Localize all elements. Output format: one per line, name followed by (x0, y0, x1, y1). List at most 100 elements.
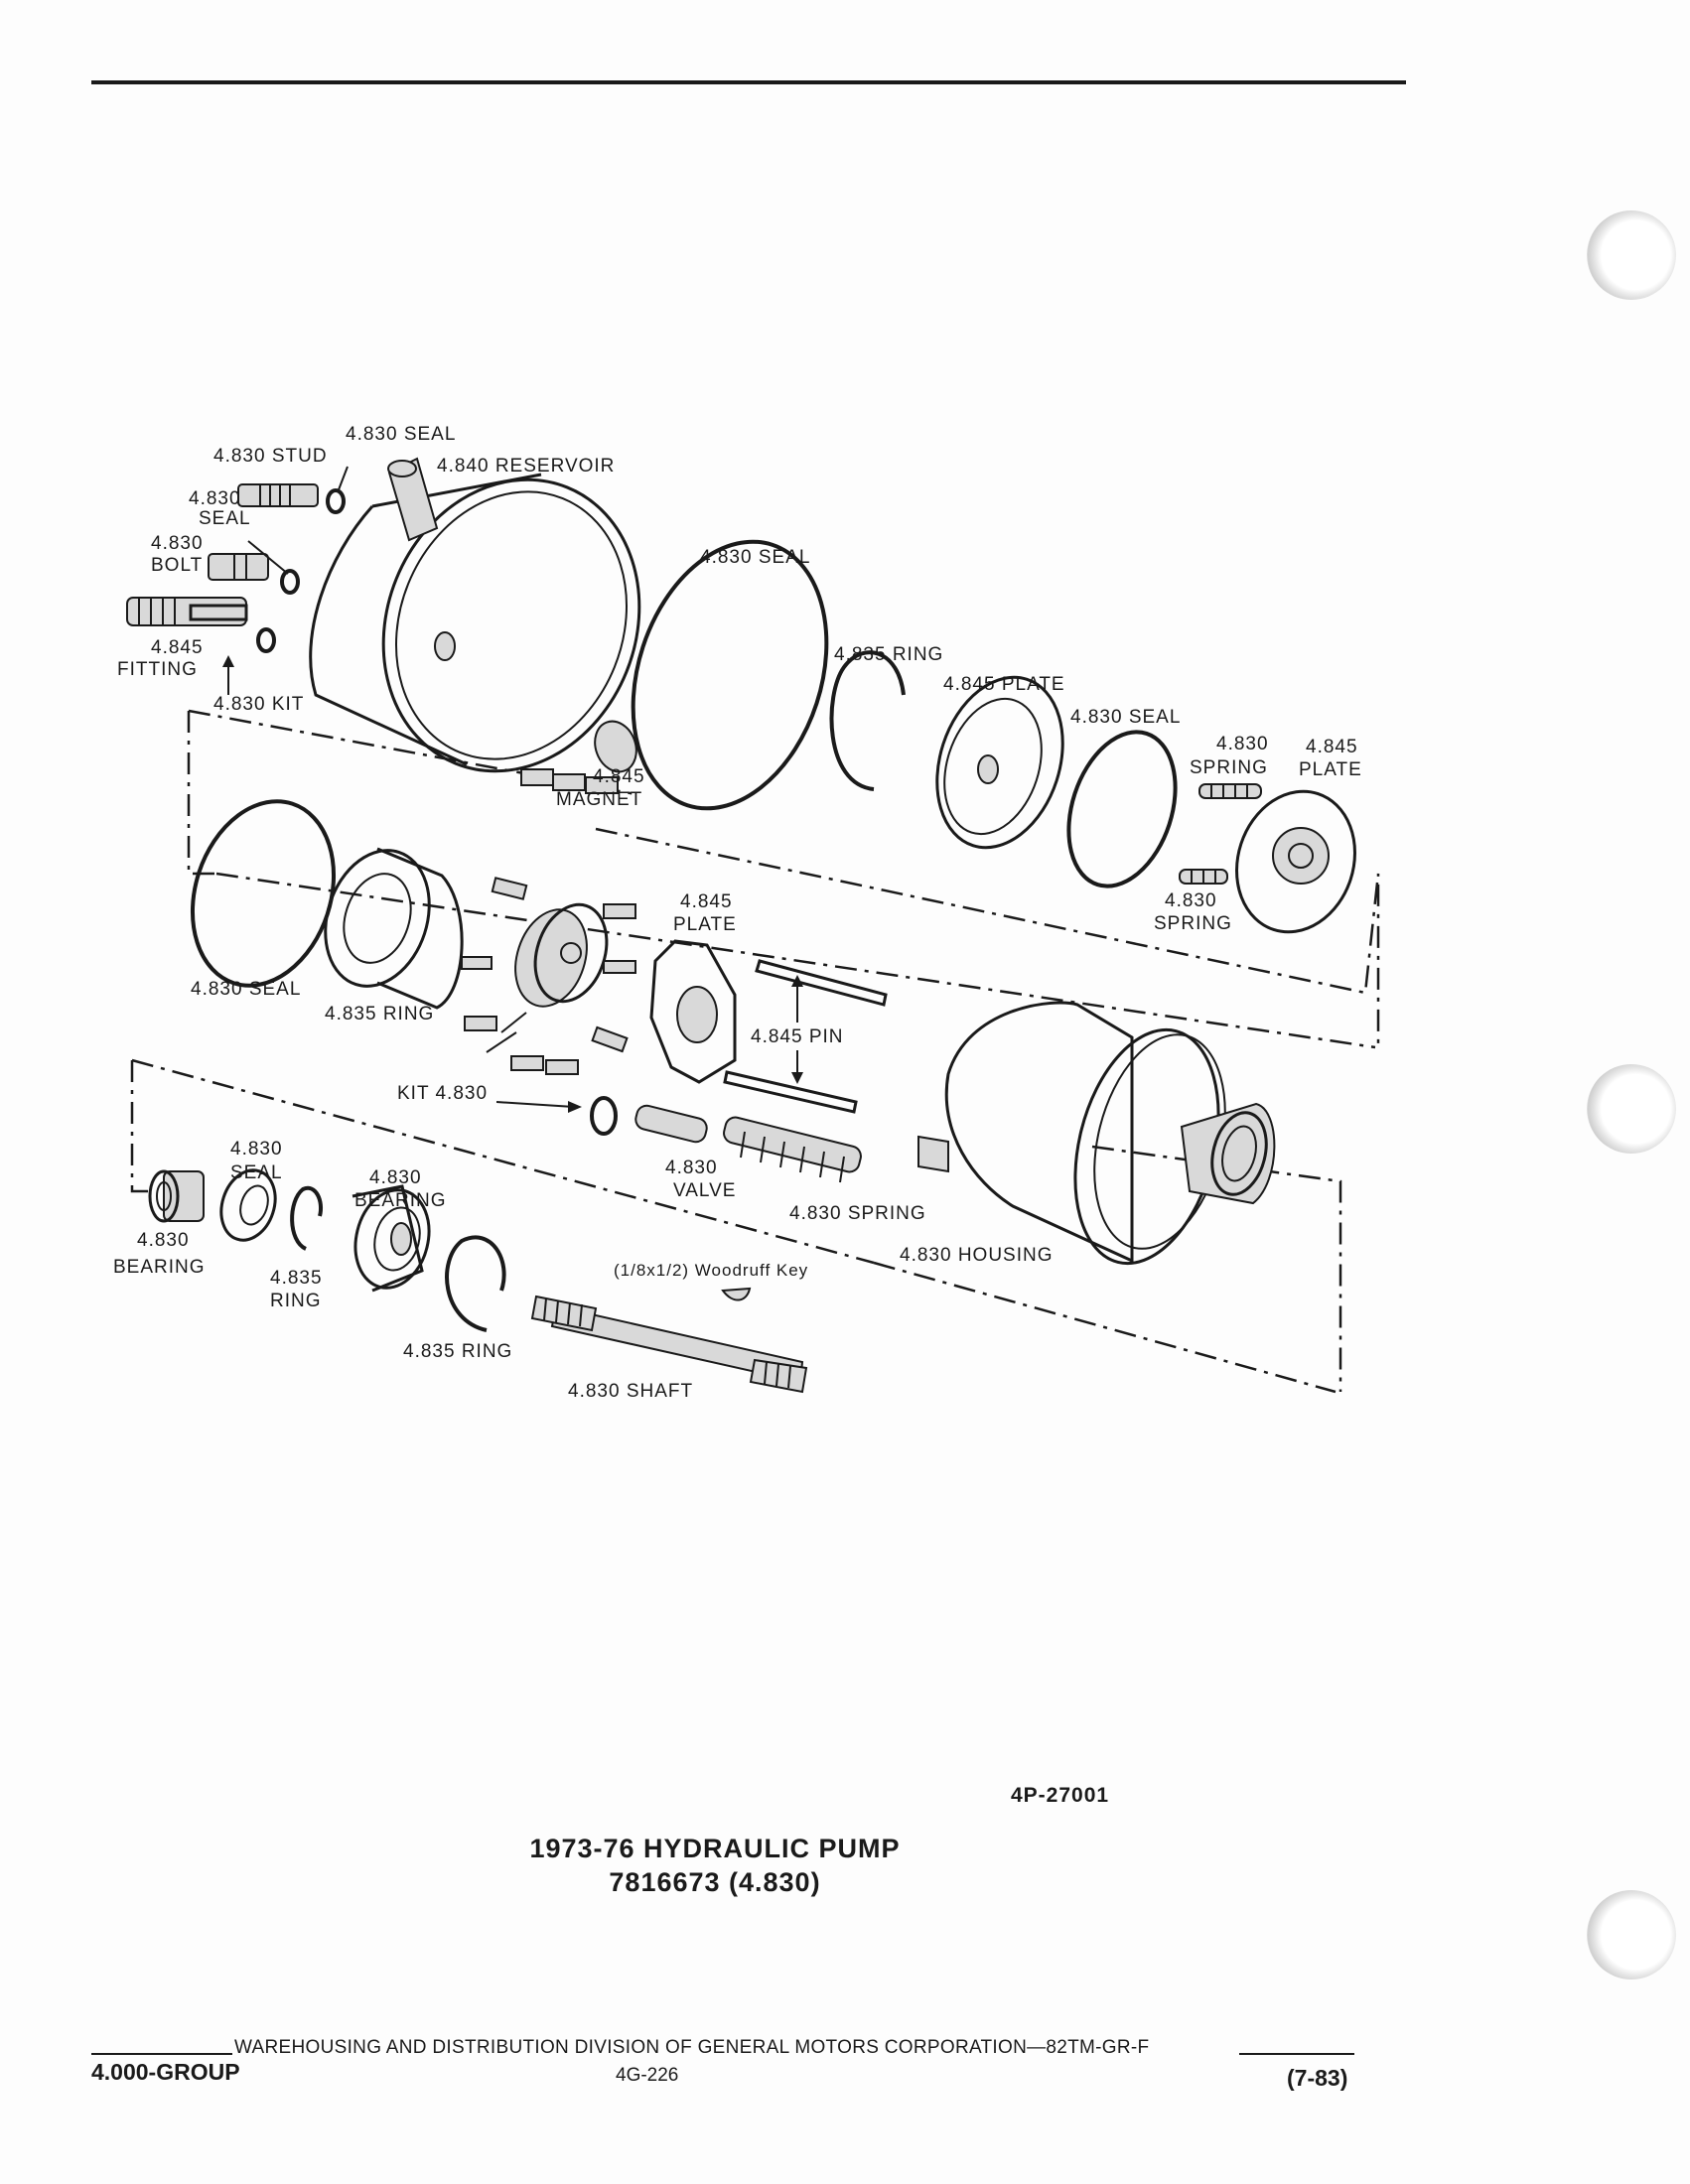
vane-part (461, 768, 636, 1075)
label-seal: 4.830 SEAL (191, 979, 301, 1000)
label-stud: 4.830 STUD (213, 446, 328, 467)
housing-part (917, 1001, 1276, 1266)
leader-line (337, 466, 349, 493)
seal-part (1066, 730, 1178, 888)
footer-page-number: 4G-226 (616, 2065, 679, 2086)
label-seal: 4.830 SEAL (700, 547, 810, 568)
shaft-part (530, 1295, 808, 1394)
label-plate: 4.845 (1306, 737, 1358, 757)
label-bearing: 4.830 (369, 1167, 422, 1188)
spring-part (1198, 783, 1262, 799)
label-bolt: BOLT (151, 555, 203, 576)
plate-part (1235, 789, 1356, 934)
label-bolt: 4.830 (151, 533, 204, 554)
pin-arrow (791, 975, 803, 987)
label-spring: SPRING (1154, 913, 1232, 934)
label-spring: 4.830 SPRING (789, 1203, 926, 1224)
binder-hole (1587, 210, 1676, 300)
group-line-upper (187, 711, 216, 876)
part-number: 7816673 (4.830) (609, 1867, 821, 1897)
plate-part (935, 675, 1064, 850)
footer-rule (1239, 2053, 1354, 2055)
label-bearing: BEARING (113, 1257, 206, 1278)
bolt-part (208, 553, 269, 581)
label-spring: SPRING (1190, 757, 1268, 778)
ring-part (290, 1185, 323, 1251)
stud-part (237, 483, 319, 507)
label-housing: 4.830 HOUSING (900, 1245, 1054, 1266)
group-line-lower (130, 1060, 151, 1193)
label-bearing: BEARING (354, 1190, 447, 1211)
label-spring: 4.830 (1216, 734, 1269, 754)
exploded-view-diagram: 4.830 SEAL 4.830 STUD 4.840 RESERVOIR 4.… (113, 424, 1380, 1402)
plate-part (649, 939, 737, 1084)
seal-part (219, 1168, 277, 1242)
label-plate: PLATE (673, 914, 737, 935)
seal-part (590, 1096, 618, 1136)
label-seal: 4.830 SEAL (346, 424, 456, 445)
pin-arrow (791, 1072, 803, 1084)
label-magnet: 4.845 (593, 766, 645, 787)
label-fitting: 4.845 (151, 637, 204, 658)
label-woodruff-key: (1/8x1/2) Woodruff Key (614, 1261, 808, 1280)
label-seal: SEAL (199, 508, 251, 529)
snap-ring-part (829, 650, 906, 791)
header-rule (91, 80, 1406, 84)
pin-part (723, 959, 888, 1114)
group-line-mid (215, 872, 1376, 1049)
footer-group: 4.000-GROUP (91, 2059, 240, 2085)
label-plate: 4.845 PLATE (943, 674, 1065, 695)
binder-hole (1587, 1890, 1676, 1979)
magnet-part (594, 720, 637, 773)
label-ring: 4.835 RING (403, 1341, 512, 1362)
label-ring: RING (270, 1291, 322, 1311)
label-bearing: 4.830 (137, 1230, 190, 1251)
label-ring: 4.835 RING (834, 644, 943, 665)
label-fitting: FITTING (117, 659, 198, 680)
rotor-part (514, 902, 609, 1008)
reservoir-part (309, 457, 641, 773)
label-plate: PLATE (1299, 759, 1362, 780)
group-line-lower (873, 1261, 1337, 1394)
large-seal-part (631, 539, 829, 811)
valve-part (634, 1104, 708, 1144)
footer-division: WAREHOUSING AND DISTRIBUTION DIVISION OF… (234, 2037, 1150, 2058)
seal-part (190, 799, 337, 988)
kit-arrow (486, 1031, 517, 1053)
footer-date: (7-83) (1287, 2065, 1348, 2091)
ring-part (324, 847, 464, 1010)
leader-arrow (222, 655, 234, 667)
figure-id: 4P-27001 (1011, 1784, 1110, 1807)
label-seal: 4.830 (230, 1139, 283, 1160)
spring-part (1179, 869, 1228, 885)
page-title: 1973-76 HYDRAULIC PUMP (529, 1834, 901, 1863)
binder-hole (1587, 1064, 1676, 1154)
bearing-part (148, 1169, 205, 1223)
group-line-mid (595, 827, 1380, 1047)
label-seal: 4.830 SEAL (1070, 707, 1181, 728)
fitting-part (126, 597, 248, 626)
footer-rule (91, 2053, 232, 2055)
leader-line (247, 540, 289, 575)
bearing-part (352, 1184, 431, 1293)
label-plate: 4.845 (680, 891, 733, 912)
woodruff-key-part (721, 1287, 752, 1301)
label-kit: 4.830 KIT (213, 694, 304, 715)
label-reservoir: 4.840 RESERVOIR (437, 456, 615, 477)
label-valve: 4.830 (665, 1158, 718, 1178)
seal-part (326, 488, 346, 514)
label-valve: VALVE (673, 1180, 736, 1201)
label-spring: 4.830 (1165, 890, 1217, 911)
ring-part (445, 1235, 506, 1332)
label-ring: 4.835 (270, 1268, 323, 1289)
label-magnet: MAGNET (556, 789, 642, 810)
label-shaft: 4.830 SHAFT (568, 1381, 693, 1402)
label-pin: 4.845 PIN (751, 1026, 844, 1047)
label-ring: 4.835 RING (325, 1004, 434, 1024)
label-seal: 4.830 (189, 488, 241, 509)
kit-arrow (495, 1101, 575, 1108)
seal-part (280, 569, 300, 595)
seal-part (256, 627, 276, 653)
valve-spring-part (723, 1116, 862, 1183)
